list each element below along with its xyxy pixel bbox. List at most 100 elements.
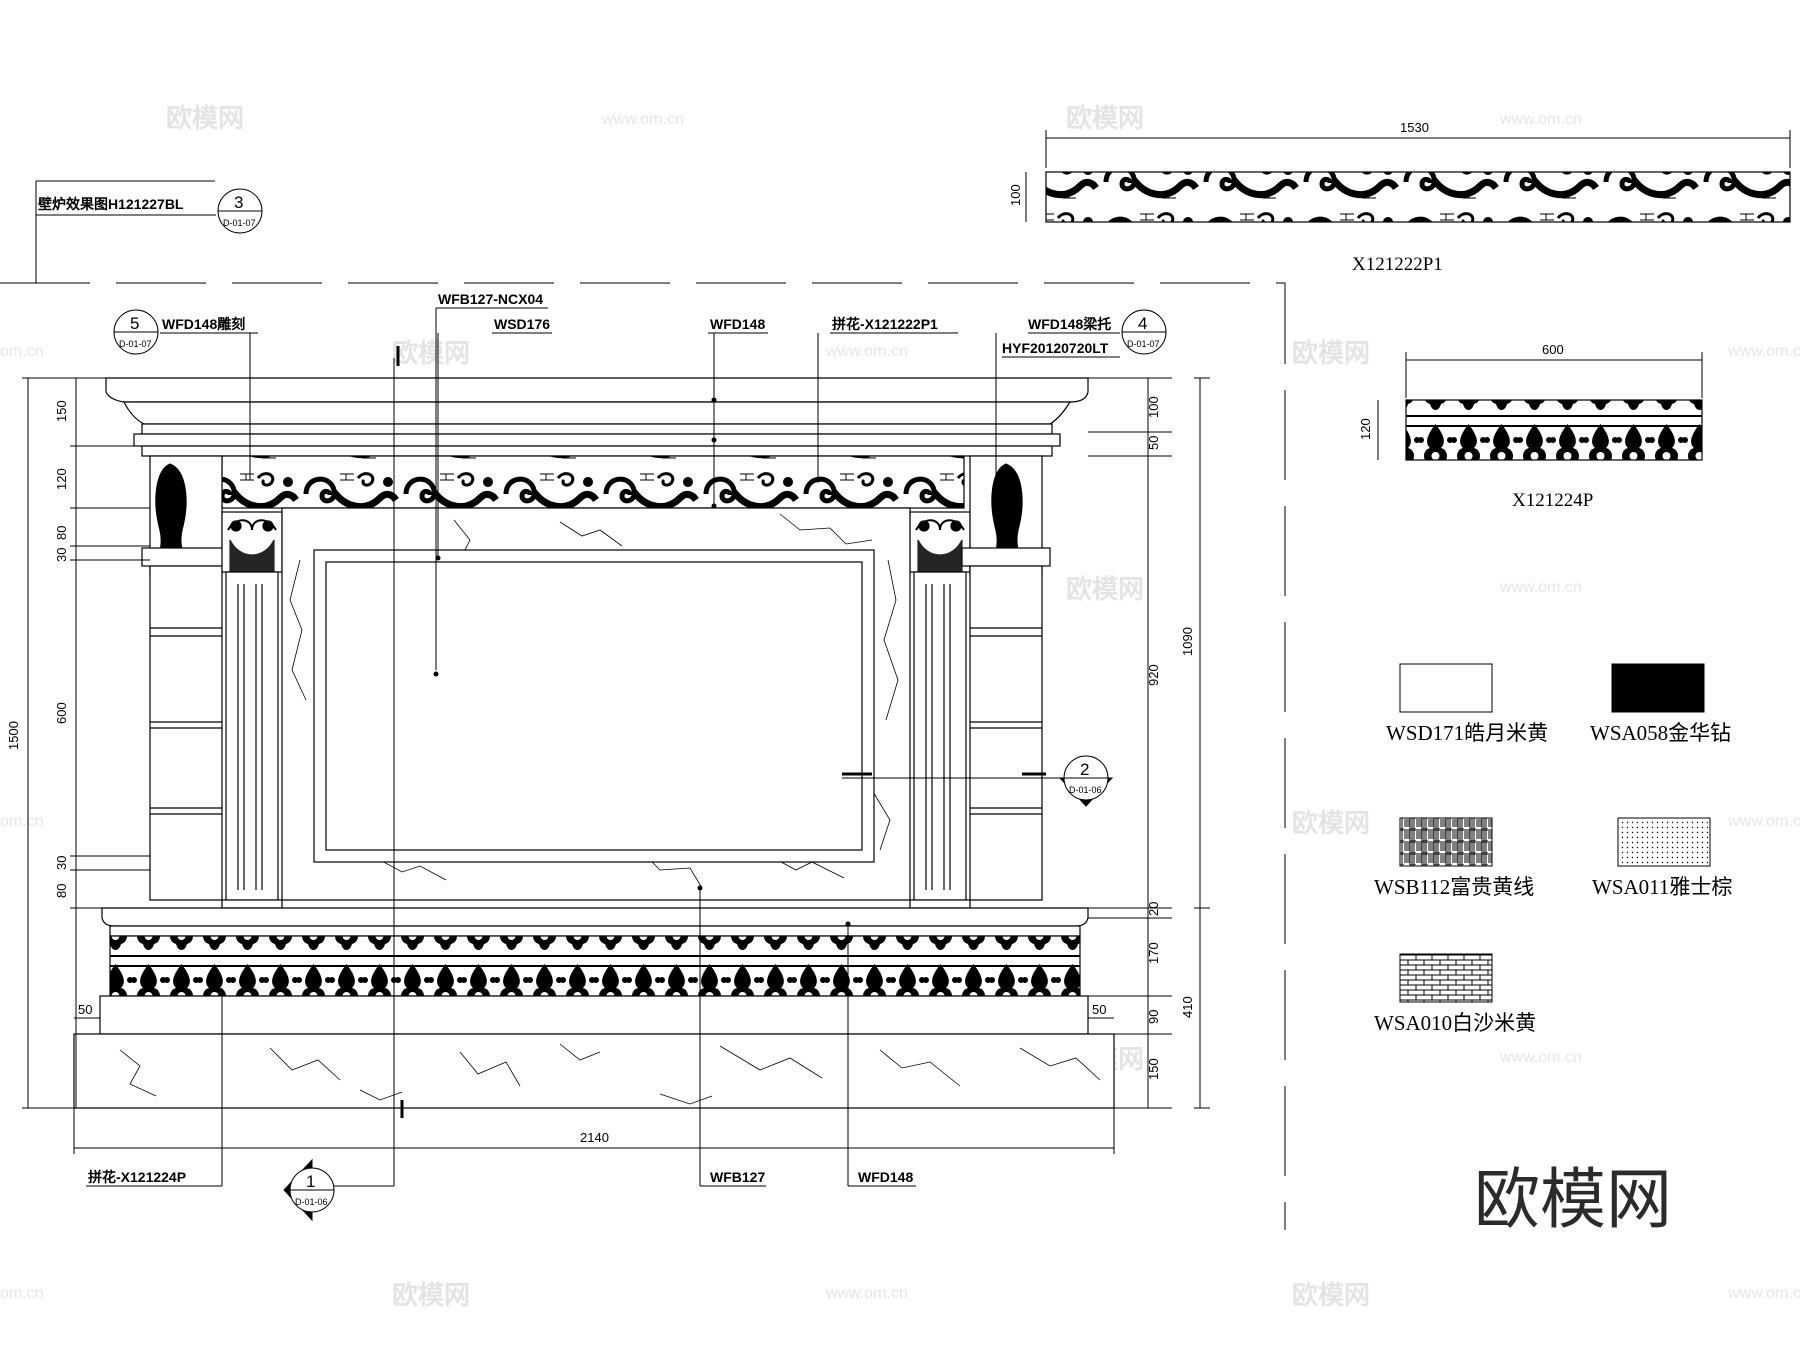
dim-height-total: 1500 [6,721,21,750]
callout-wfb127-ncx04: WFB127-NCX04 [438,291,543,307]
callout-wfd148-carving: WFD148雕刻 [162,316,245,332]
callout-hyf20120720lt: HYF20120720LT [1002,340,1109,356]
fireplace-elevation [73,377,1115,1109]
base-cap-2 [109,925,1081,937]
base-cap [101,907,1089,927]
watermark-site: www.om.cn [1499,579,1582,596]
view-title-label: 壁炉效果图H121227BL [38,196,184,212]
section-mark-5-ref: D-01-07 [119,339,152,349]
dim-left-30b: 30 [54,856,69,870]
site-logo: 欧模网 [1474,1161,1672,1238]
dim-width-total: 2140 [580,1130,609,1145]
detail-p2-band [1405,399,1703,461]
cornice-band-3 [141,445,1053,457]
dim-right-1090: 1090 [1180,627,1195,656]
detail-p1-name: X121222P1 [1352,254,1443,275]
watermark-brand: 欧模网 [1292,338,1370,368]
base-step [73,1033,1115,1109]
dim-right-50: 50 [1146,436,1161,450]
cornice-top [105,377,1089,403]
watermark-brand: 欧模网 [1292,808,1370,838]
frieze-scroll [221,455,965,509]
callout-pinhua-x121222p1: 拼花-X121222P1 [832,316,938,332]
callout-labels: WFD148雕刻 WFB127-NCX04 WSD176 WFD148 拼花-X… [88,291,1111,1185]
dim-left-120: 120 [54,468,69,490]
section-mark-1-num: 1 [306,1172,315,1191]
base-trefoil-band [109,935,1081,997]
left-pier [149,565,223,901]
watermark-brand: 欧模网 [166,103,244,133]
watermark-site: www.om.cn [1499,1049,1582,1066]
legend-label-3: WSA011雅士棕 [1592,875,1732,899]
section-mark-4-num: 4 [1138,314,1147,333]
watermark-site: om.cn [0,343,44,360]
section-mark-4: 4 D-01-07 [1121,309,1167,355]
dim-left-80b: 80 [54,884,69,898]
section-mark-1-ref: D-01-06 [295,1197,328,1207]
callout-wfd148: WFD148 [710,316,765,332]
cornice-band [141,423,1053,435]
detail-x121222p1: 1530 100 X121222P1 [1008,120,1791,275]
right-pier-cap [961,547,1051,567]
dim-left-150: 150 [54,400,69,422]
right-pier [969,565,1043,901]
left-pilaster [225,571,279,901]
watermark-site: om.cn [0,1285,44,1302]
watermark-brand: 欧模网 [392,338,470,368]
detail-p1-height: 100 [1008,184,1023,206]
dimension-texts: 1500 150 120 80 30 600 30 80 2140 50 50 … [6,396,1195,1145]
detail-p1-width: 1530 [1400,120,1429,135]
section-mark-2-num: 2 [1080,760,1089,779]
callout-wfd148-base: WFD148 [858,1169,913,1185]
detail-p2-width: 600 [1542,342,1564,357]
callout-wfd148-bracket: WFD148梁托 [1028,316,1111,332]
section-mark-2: 2 D-01-06 [1058,755,1114,807]
section-mark-5-num: 5 [130,314,139,333]
detail-p2-height: 120 [1358,418,1373,440]
right-pilaster [913,571,967,901]
section-mark-5: 5 D-01-07 [113,309,159,355]
watermark-brand: 欧模网 [392,1280,470,1310]
watermark-site: www.om.cn [1499,111,1582,128]
watermark-brand: 欧模网 [1066,574,1144,604]
legend-swatch-white [1399,663,1493,713]
callout-pinhua-x121224p: 拼花-X121224P [88,1169,186,1185]
mirror-frame-inner [325,561,863,851]
legend-swatch-dots [1617,817,1711,867]
watermark-site: om.cn [0,813,44,830]
section-mark-3: 3 D-01-07 [217,188,263,234]
dim-right-90: 90 [1146,1010,1161,1024]
detail-p2-name: X121224P [1512,490,1593,511]
legend-label-2: WSB112富贵黄线 [1374,875,1534,899]
section-mark-3-num: 3 [234,193,243,212]
legend-label-1: WSA058金华钻 [1590,721,1731,745]
legend-swatch-black [1611,663,1705,713]
left-pier-cap [141,547,231,567]
callout-wfb127: WFB127 [710,1169,765,1185]
cornice-cove [123,401,1072,425]
dim-right-170: 170 [1146,942,1161,964]
dim-right-410: 410 [1180,996,1195,1018]
watermark-site: www.om.cn [601,111,684,128]
base-plinth [99,995,1089,1035]
dim-right-100: 100 [1146,396,1161,418]
material-legend: WSD171皓月米黄 WSA058金华钻 WSB112富贵黄线 WSA011雅士… [1374,663,1732,1035]
dimension-lines [22,346,1210,1154]
drawing-frame [0,180,1286,1230]
dim-right-150: 150 [1146,1058,1161,1080]
legend-swatch-weave [1399,817,1493,867]
legend-label-4: WSA010白沙米黄 [1374,1011,1536,1035]
detail-p1-band [1045,171,1791,223]
watermark-brand: 欧模网 [1292,1280,1370,1310]
watermark-site: www.om.cn [1727,813,1800,830]
section-mark-1: 1 D-01-06 [283,1158,335,1222]
legend-swatch-brick [1399,953,1493,1003]
watermark-site: www.om.cn [825,1285,908,1302]
watermark-site: www.om.cn [1727,1285,1800,1302]
detail-x121224p: 600 120 X121224P [1358,342,1703,511]
dim-base-50-right: 50 [1092,1002,1106,1017]
dim-left-80: 80 [54,526,69,540]
legend-label-0: WSD171皓月米黄 [1386,721,1548,745]
dim-right-920: 920 [1146,664,1161,686]
dim-base-50-left: 50 [78,1002,92,1017]
